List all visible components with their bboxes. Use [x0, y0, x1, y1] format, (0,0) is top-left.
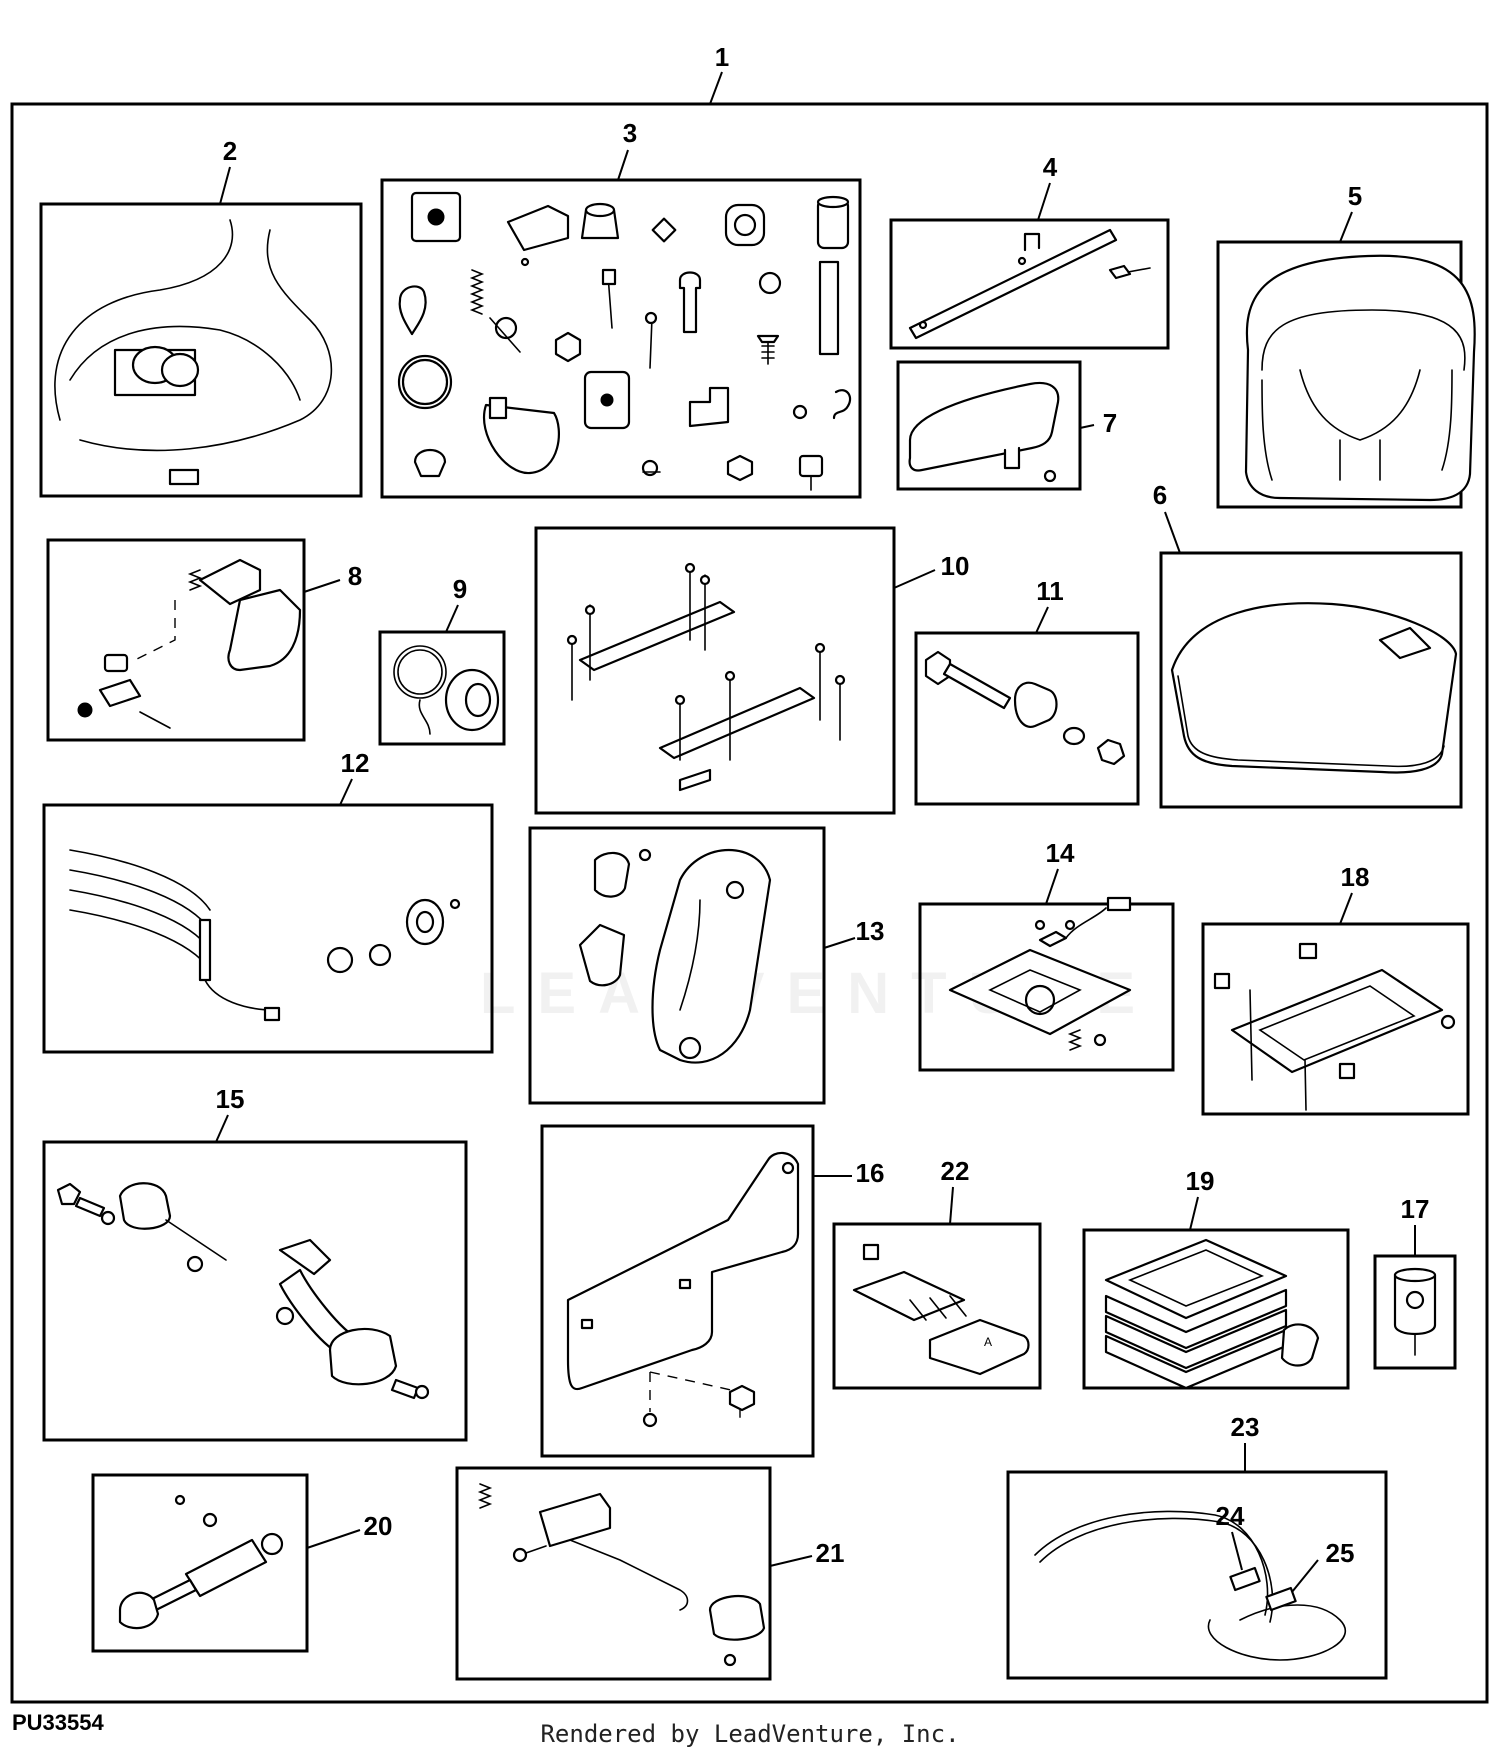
diagram-id: PU33554: [12, 1710, 104, 1735]
callout-19: 19: [1186, 1166, 1215, 1196]
callout-24: 24: [1216, 1501, 1245, 1531]
callout-15: 15: [216, 1084, 245, 1114]
part-2-wiring-harness: [39, 202, 363, 498]
callout-22: 22: [941, 1156, 970, 1186]
callout-20: 20: [364, 1511, 393, 1541]
part-23-wire-harness: [1006, 1470, 1388, 1680]
part-12-cable-assembly: [42, 803, 494, 1054]
part-3-hardware-kit: [380, 178, 862, 499]
part-10-seat-rails: [534, 526, 896, 815]
callout-5: 5: [1348, 181, 1362, 211]
part-19-suspension-bellows: [1082, 1228, 1350, 1390]
render-credit: Rendered by LeadVenture, Inc.: [540, 1720, 960, 1748]
callout-8: 8: [348, 561, 362, 591]
callout-12: 12: [341, 748, 370, 778]
callout-18: 18: [1341, 862, 1370, 892]
control-keypad-glyph: A: [984, 1335, 992, 1349]
callout-23: 23: [1231, 1412, 1260, 1442]
callout-11: 11: [1036, 576, 1064, 606]
callout-6: 6: [1153, 480, 1167, 510]
part-20-shock-absorber: [91, 1473, 309, 1653]
part-16-mounting-bracket: [540, 1124, 815, 1458]
callout-16: 16: [856, 1158, 885, 1188]
part-9-spring-bushing: [378, 630, 506, 746]
leader-1: [709, 71, 723, 105]
part-22-control-unit: A: [832, 1222, 1042, 1390]
callout-13: 13: [856, 916, 885, 946]
part-6-seat-cushion: [1159, 551, 1463, 809]
part-5-seat-back: [1216, 240, 1476, 509]
callout-17: 17: [1401, 1194, 1430, 1224]
outer-frame: [10, 102, 1489, 1704]
callout-1: 1: [715, 42, 729, 72]
callout-21: 21: [816, 1538, 845, 1568]
part-15-seat-belt: [42, 1140, 468, 1442]
callout-7: 7: [1103, 408, 1117, 438]
callout-4: 4: [1043, 152, 1058, 182]
part-17-knob: [1373, 1254, 1457, 1370]
callout-3: 3: [623, 118, 637, 148]
callout-10: 10: [941, 551, 970, 581]
callout-25: 25: [1326, 1538, 1355, 1568]
callout-2: 2: [223, 136, 237, 166]
part-8-lever-spring: [46, 538, 306, 742]
part-11-bolt-kit: [914, 631, 1140, 806]
part-14-base-plate: [918, 896, 1175, 1072]
callout-9: 9: [453, 574, 467, 604]
part-21-lever-cable: [455, 1466, 772, 1681]
part-18-seat-frame: [1201, 922, 1470, 1116]
part-4-strap: [889, 218, 1170, 350]
callout-14: 14: [1046, 838, 1075, 868]
part-7-armrest: [896, 360, 1082, 491]
part-13-side-cover: [528, 826, 826, 1105]
